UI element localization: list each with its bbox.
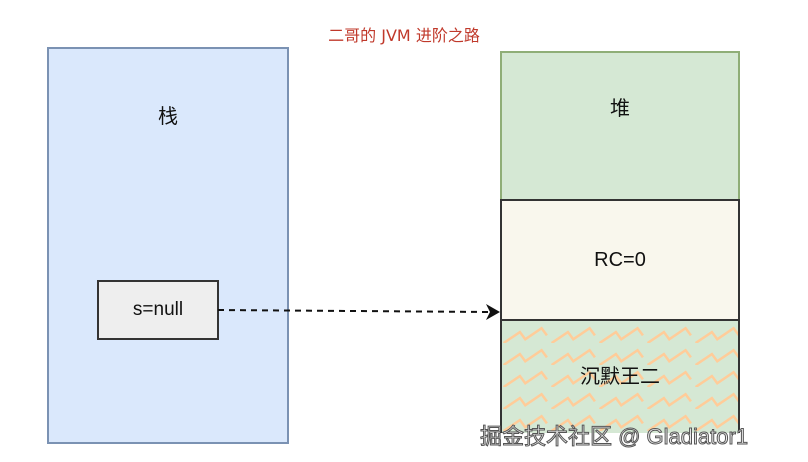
zigzag-pattern bbox=[502, 321, 738, 433]
diagram-title: 二哥的 JVM 进阶之路 bbox=[328, 26, 480, 45]
stack-label: 栈 bbox=[158, 104, 178, 128]
heap-label: 堆 bbox=[610, 96, 630, 120]
heap-region bbox=[500, 51, 740, 200]
reference-count-label: RC=0 bbox=[594, 248, 646, 271]
watermark: 掘金技术社区 @ Gladiator1 bbox=[479, 424, 749, 450]
arrow-line bbox=[217, 309, 489, 313]
object-body-box bbox=[500, 319, 740, 433]
stack-variable-label: s=null bbox=[132, 299, 184, 320]
object-body-label: 沉默王二 bbox=[580, 364, 660, 388]
arrow-head-icon bbox=[486, 304, 500, 320]
stack-region bbox=[47, 47, 289, 444]
